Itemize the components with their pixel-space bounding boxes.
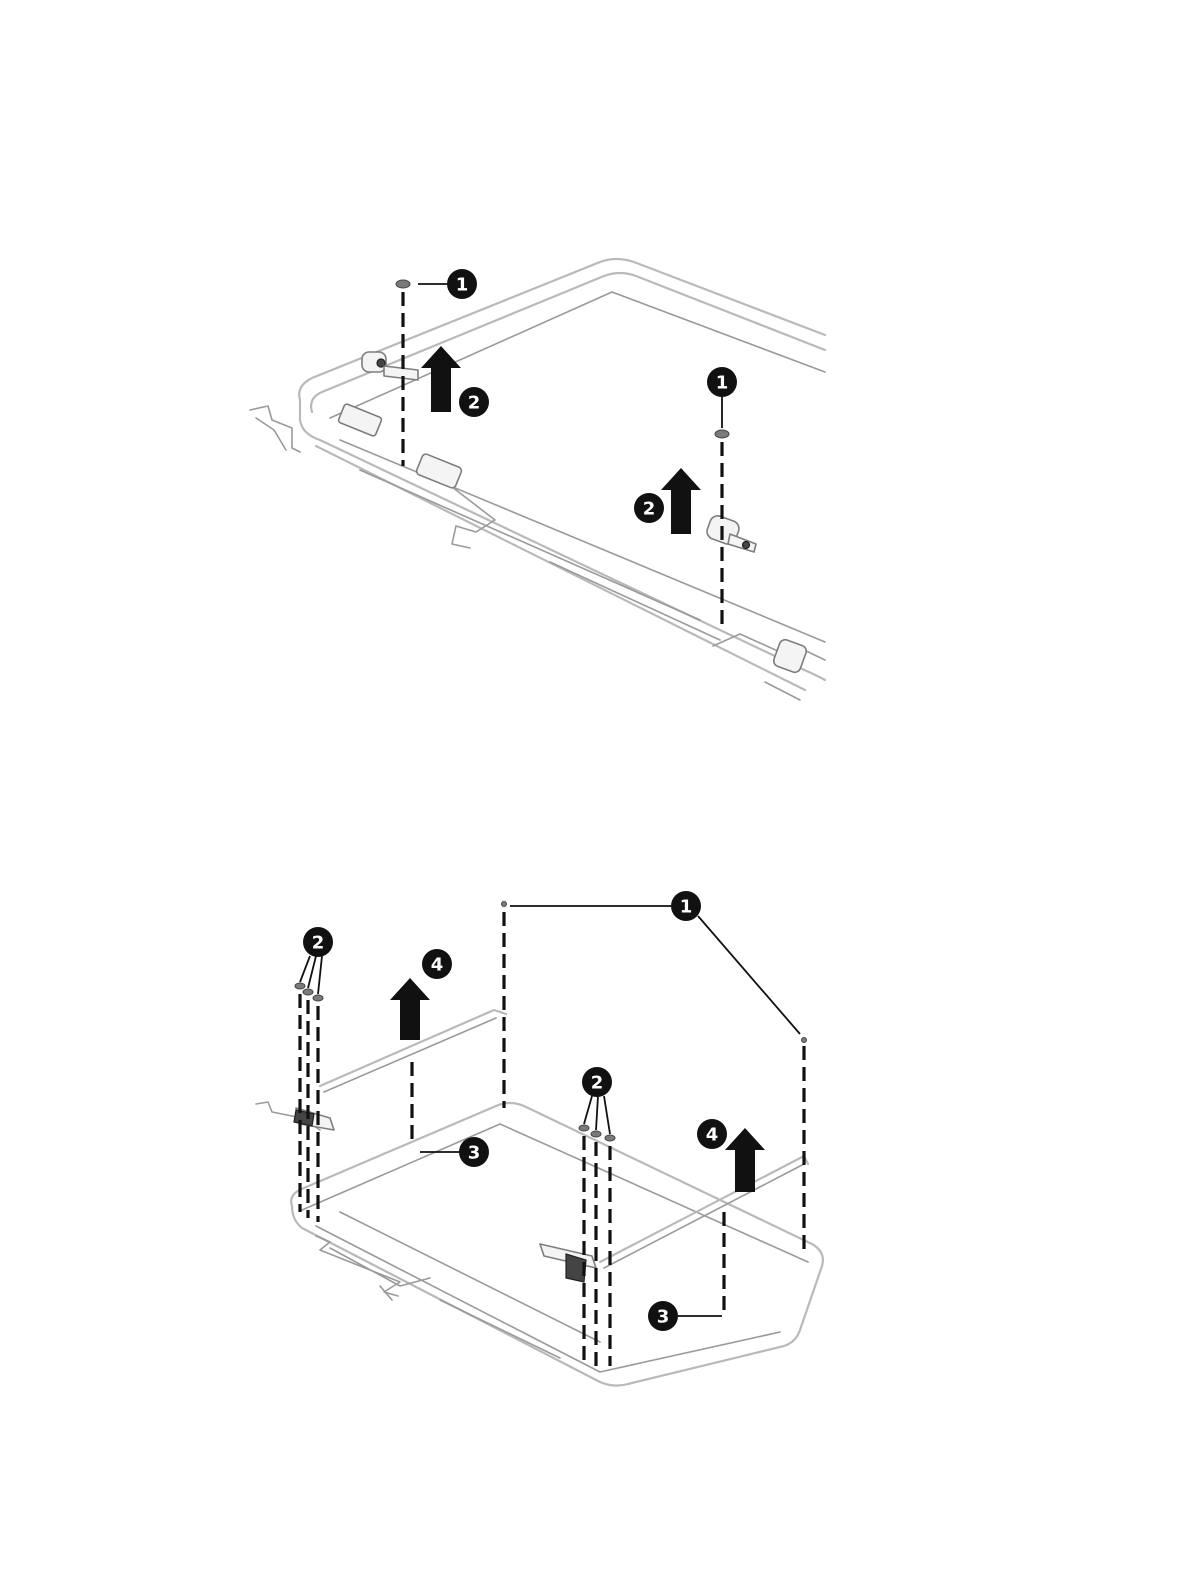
antenna-screw — [502, 902, 507, 907]
callout-label: 3 — [468, 1143, 481, 1164]
leader-line — [318, 956, 322, 994]
callout-label: 1 — [680, 897, 693, 918]
antenna-screw — [802, 1038, 807, 1043]
leader-line — [300, 956, 310, 982]
leader-line — [584, 1096, 592, 1124]
antenna-removal-illustration: 1 2 4 2 4 3 3 — [0, 760, 1189, 1584]
hinge-removal-illustration: 1 2 1 2 — [0, 0, 1189, 760]
callout-label: 1 — [716, 373, 729, 394]
hinge-screw — [715, 430, 729, 438]
callout-label: 1 — [456, 275, 469, 296]
callout: 3 — [459, 1137, 489, 1167]
lift-arrow — [725, 1128, 765, 1192]
callout-label: 2 — [643, 499, 656, 520]
display-bezel — [250, 259, 825, 700]
antenna-cable — [600, 1156, 808, 1262]
leader-line — [604, 1096, 610, 1134]
callout: 4 — [422, 949, 452, 979]
callout-label: 3 — [657, 1307, 670, 1328]
right-hinge — [705, 514, 756, 552]
callout: 2 — [459, 387, 489, 417]
hinge-screw — [605, 1135, 615, 1141]
lift-arrow — [390, 978, 430, 1040]
hinge-screw — [313, 995, 323, 1001]
callout: 1 — [671, 891, 701, 921]
lift-arrow — [421, 346, 461, 412]
callout-label: 4 — [431, 955, 444, 976]
left-hinge — [256, 1102, 334, 1130]
callout-label: 2 — [468, 393, 481, 414]
callout-label: 2 — [312, 933, 325, 954]
leader-line — [698, 916, 800, 1034]
callout: 2 — [303, 927, 333, 957]
leader-line — [596, 1096, 598, 1130]
hinge-screw — [591, 1131, 601, 1137]
antenna-cable — [604, 1164, 804, 1268]
callout: 2 — [582, 1067, 612, 1097]
hinge-screw — [303, 989, 313, 995]
callout: 1 — [447, 269, 477, 299]
callout: 2 — [634, 493, 664, 523]
hinge-screw — [396, 280, 410, 288]
lift-arrow — [661, 468, 701, 534]
right-hinge — [540, 1244, 596, 1282]
callout-label: 4 — [706, 1125, 719, 1146]
hinge-screw — [579, 1125, 589, 1131]
antenna-removal-diagram: 1 2 4 2 4 3 3 — [0, 760, 1189, 1584]
callout: 1 — [707, 367, 737, 397]
callout: 3 — [648, 1301, 678, 1331]
hinge-screw — [295, 983, 305, 989]
leader-line — [308, 956, 316, 988]
hinge-removal-diagram: 1 2 1 2 — [0, 0, 1189, 760]
callout: 4 — [697, 1119, 727, 1149]
callout-label: 2 — [591, 1073, 604, 1094]
